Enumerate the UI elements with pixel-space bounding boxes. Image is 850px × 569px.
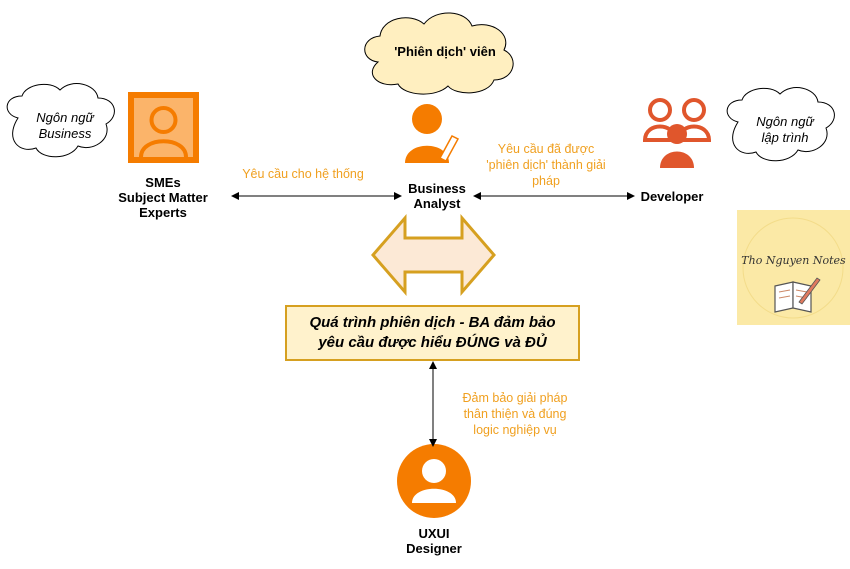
programming-language-cloud-label: Ngôn ngữ lập trình [756,114,814,145]
translator-cloud-label: 'Phiên dịch' viên [394,44,496,59]
business-language-cloud-label: Ngôn ngữ Business [36,110,94,141]
logo-text: Tho Nguyen Notes [741,254,846,267]
business-analyst-label: Business Analyst [408,181,466,211]
business-language-cloud-shape [6,83,115,158]
developer-icon [642,98,712,168]
uxui-designer-icon [397,444,471,518]
notebook-icon [774,277,821,313]
logo-graphic [742,217,844,319]
process-uxui-edge-label: Đảm bảo giải pháp thân thiện và đúng log… [462,391,568,437]
process-box-label: Quá trình phiên dịch - BA đảm bảo yêu cầ… [309,314,556,351]
translator-cloud-shape [364,12,514,95]
business-analyst-icon [405,104,460,163]
uxui-designer-label: UXUI Designer [406,526,462,556]
tho-nguyen-notes-logo: Tho Nguyen Notes [737,210,850,325]
sme-icon [128,92,199,163]
ba-developer-edge-label: Yêu cầu đã được 'phiên dịch' thành giải … [486,142,606,188]
translation-double-arrow [371,213,496,297]
smes-label: SMEs Subject Matter Experts [118,175,208,220]
programming-language-cloud-shape [726,87,835,162]
process-box: Quá trình phiên dịch - BA đảm bảo yêu cầ… [285,305,580,361]
sme-ba-edge-label: Yêu cầu cho hệ thống [242,167,364,181]
developer-label: Developer [640,189,704,204]
